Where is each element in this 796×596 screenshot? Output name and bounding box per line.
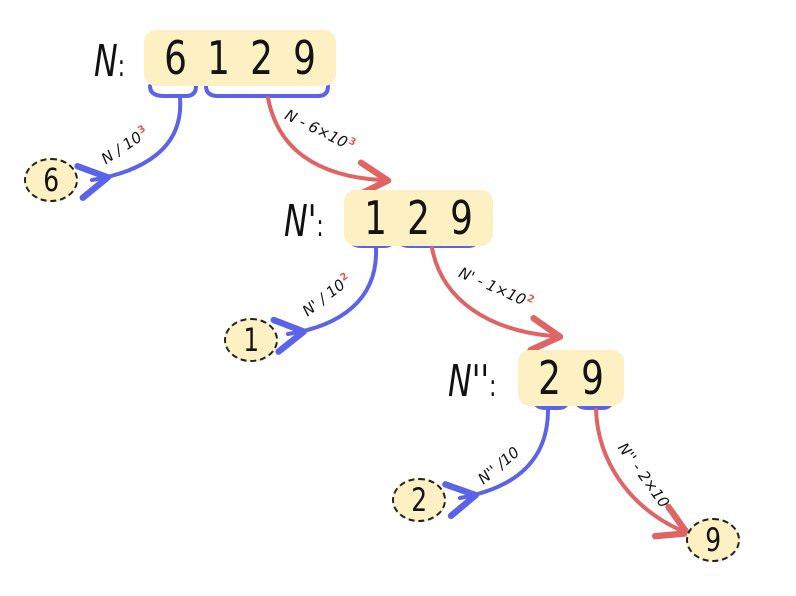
var-label-n: N: [94,36,125,87]
digit: 2 [250,31,273,85]
leaf-digit-9: 9 [686,518,740,562]
arrow-divide-n [74,96,183,201]
digit: 9 [581,351,604,405]
digit: 2 [407,191,430,245]
digit: 6 [164,31,187,85]
leaf-digit-1: 1 [224,318,278,362]
digit: 9 [293,31,316,85]
leaf-digit-2: 2 [392,478,446,522]
digit: 1 [207,31,230,85]
arrow-remainder-n1 [430,246,564,354]
bracket-rest-digits-n [204,84,330,98]
bracket-first-digit-n [148,84,198,98]
arrow-divide-n2 [442,408,550,520]
digit: 2 [538,351,561,405]
arrow-remainder-n2 [594,408,691,540]
arrow-remainder-n [266,96,392,198]
number-box-n2: 2 9 [518,350,624,406]
digit: 1 [364,191,387,245]
var-label-n2: N'': [448,356,497,407]
number-box-n: 6 1 2 9 [144,30,336,86]
var-label-n1: N': [284,196,324,247]
digit: 9 [450,191,473,245]
leaf-digit-6: 6 [24,158,78,202]
arrow-divide-n1 [270,246,379,355]
number-box-n1: 1 2 9 [344,190,493,246]
